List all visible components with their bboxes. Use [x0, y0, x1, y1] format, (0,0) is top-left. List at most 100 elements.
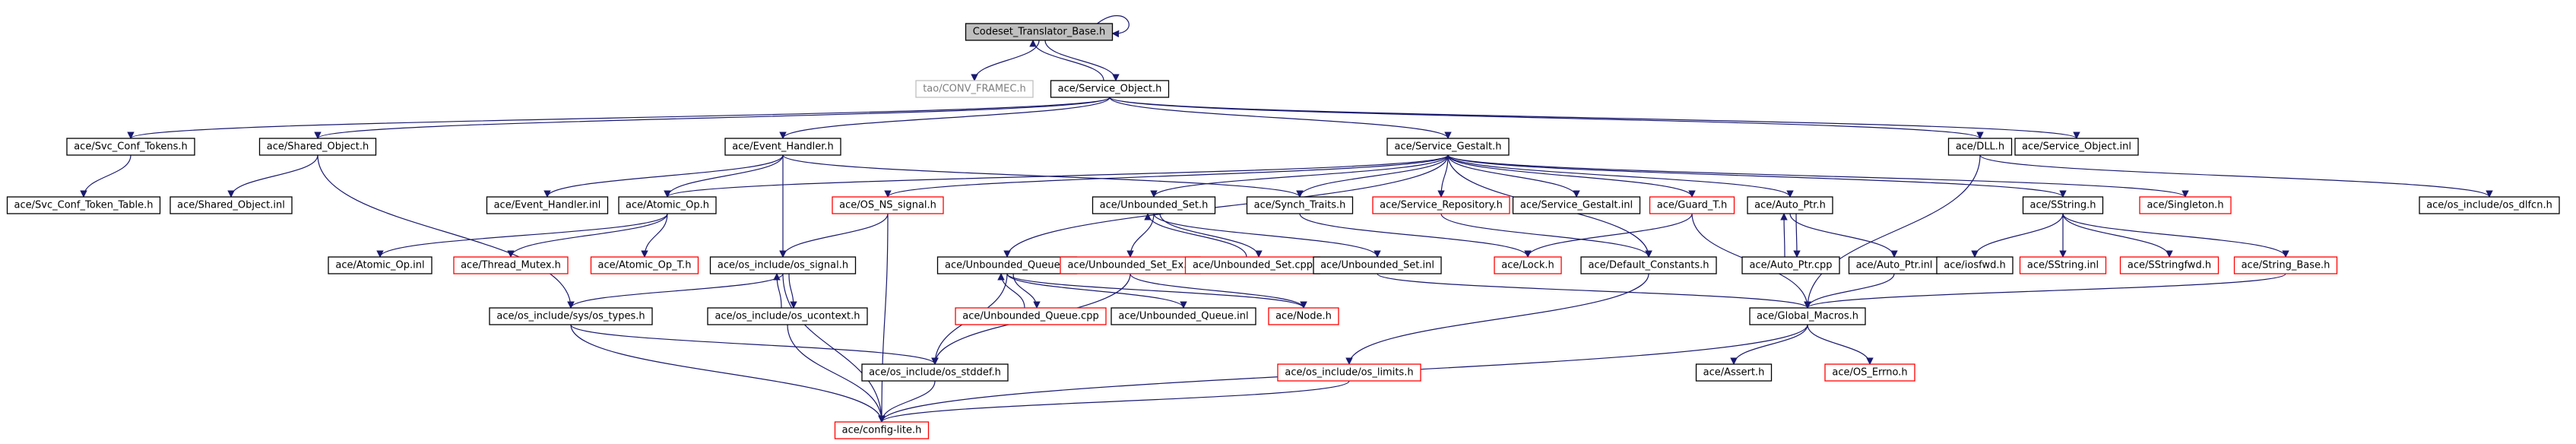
node-auto-ptr-inl[interactable]: ace/Auto_Ptr.inl [1848, 256, 1941, 274]
node-label: ace/SStringfwd.h [2128, 260, 2211, 271]
node-box [1936, 256, 2014, 274]
node-atomic-op[interactable]: ace/Atomic_Op.h [618, 196, 717, 214]
node-label: ace/Lock.h [1501, 260, 1554, 271]
node-label: ace/DLL.h [1956, 141, 2004, 153]
dependency-edge [1006, 273, 1307, 309]
node-global-macros[interactable]: ace/Global_Macros.h [1749, 307, 1866, 325]
node-svc-gestalt[interactable]: ace/Service_Gestalt.h [1386, 138, 1510, 156]
node-svc-obj[interactable]: ace/Service_Object.h [1050, 80, 1170, 98]
node-unbounded-queue-inl[interactable]: ace/Unbounded_Queue.inl [1111, 307, 1256, 325]
dependency-edge [1296, 154, 1449, 198]
node-box [1386, 138, 1510, 156]
node-iosfwd[interactable]: ace/iosfwd.h [1936, 256, 2014, 274]
node-box [834, 421, 930, 439]
node-os-errno[interactable]: ace/OS_Errno.h [1824, 363, 1915, 382]
node-box [1494, 256, 1562, 274]
node-svc-gestalt-inl[interactable]: ace/Service_Gestalt.inl [1512, 196, 1641, 214]
node-box [6, 196, 161, 214]
node-svc-conf-tokens[interactable]: ace/Svc_Conf_Tokens.h [66, 138, 195, 156]
node-default-constants[interactable]: ace/Default_Constants.h [1580, 256, 1717, 274]
node-label: ace/SString.inl [2027, 260, 2099, 271]
node-guard-t[interactable]: ace/Guard_T.h [1649, 196, 1735, 214]
node-node[interactable]: ace/Node.h [1268, 307, 1339, 325]
node-svc-obj-inl[interactable]: ace/Service_Object.inl [2014, 138, 2139, 156]
node-svc-conf-token-table[interactable]: ace/Svc_Conf_Token_Table.h [6, 196, 161, 214]
node-root[interactable]: Codeset_Translator_Base.h [965, 23, 1114, 41]
node-box [1649, 196, 1735, 214]
dependency-edge [787, 324, 886, 423]
node-auto-ptr-cpp[interactable]: ace/Auto_Ptr.cpp [1741, 256, 1840, 274]
node-label: ace/os_include/os_signal.h [718, 260, 848, 271]
node-unbounded-queue[interactable]: ace/Unbounded_Queue.h [936, 256, 1078, 274]
node-unbounded-set[interactable]: ace/Unbounded_Set.h [1092, 196, 1216, 214]
dependency-edge [1440, 213, 1652, 258]
node-box [1747, 196, 1833, 214]
node-label: ace/Node.h [1275, 311, 1332, 322]
node-label: ace/Unbounded_Queue.cpp [962, 311, 1098, 322]
node-sstring-inl[interactable]: ace/SString.inl [2019, 256, 2107, 274]
node-os-signal[interactable]: ace/os_include/os_signal.h [709, 256, 857, 274]
node-label: ace/Event_Handler.h [732, 141, 834, 153]
node-os-stddef[interactable]: ace/os_include/os_stddef.h [861, 363, 1009, 382]
node-label: ace/os_include/os_limits.h [1285, 367, 1413, 379]
node-singleton[interactable]: ace/Singleton.h [2139, 196, 2232, 214]
node-label: ace/Auto_Ptr.inl [1856, 260, 1933, 271]
node-box [170, 196, 293, 214]
dependency-edge [1780, 213, 1788, 258]
dependency-edge [997, 273, 1025, 309]
dependency-edge [2062, 213, 2173, 258]
node-event-handler[interactable]: ace/Event_Handler.h [724, 138, 841, 156]
node-box [486, 196, 609, 214]
node-box [1695, 363, 1773, 382]
node-atomic-op-t[interactable]: ace/Atomic_Op_T.h [590, 256, 699, 274]
node-box [1512, 196, 1641, 214]
node-sstringfwd[interactable]: ace/SStringfwd.h [2119, 256, 2220, 274]
node-auto-ptr[interactable]: ace/Auto_Ptr.h [1747, 196, 1833, 214]
node-label: ace/iosfwd.h [1944, 260, 2005, 271]
node-tao-conv[interactable]: tao/CONV_FRAMEC.h [915, 80, 1034, 98]
node-unbounded-set-cpp[interactable]: ace/Unbounded_Set.cpp [1184, 256, 1321, 274]
node-os-ns-signal[interactable]: ace/OS_NS_signal.h [832, 196, 944, 214]
node-unbounded-queue-cpp[interactable]: ace/Unbounded_Queue.cpp [955, 307, 1107, 325]
node-label: ace/Default_Constants.h [1588, 260, 1709, 271]
node-assert[interactable]: ace/Assert.h [1695, 363, 1773, 382]
node-os-limits[interactable]: ace/os_include/os_limits.h [1277, 363, 1421, 382]
node-box [453, 256, 569, 274]
node-synch-traits[interactable]: ace/Synch_Traits.h [1246, 196, 1354, 214]
node-os-ucontext[interactable]: ace/os_include/os_ucontext.h [707, 307, 868, 325]
node-shared-obj-inl[interactable]: ace/Shared_Object.inl [170, 196, 293, 214]
node-dll[interactable]: ace/DLL.h [1947, 138, 2013, 156]
dependency-edge [1447, 154, 1580, 198]
dependency-edge [543, 154, 784, 198]
dependency-edge [1804, 154, 1981, 309]
dependency-edge [1159, 213, 1263, 258]
node-service-repo[interactable]: ace/Service_Repository.h [1372, 196, 1510, 214]
node-atomic-op-inl[interactable]: ace/Atomic_Op.inl [328, 256, 433, 274]
node-thread-mutex[interactable]: ace/Thread_Mutex.h [453, 256, 569, 274]
dependency-edge [1437, 154, 1449, 198]
node-box [965, 23, 1114, 41]
dependency-edge [782, 273, 886, 423]
dependency-edge [2062, 213, 2289, 258]
node-config-lite[interactable]: ace/config-lite.h [834, 421, 930, 439]
node-event-handler-inl[interactable]: ace/Event_Handler.inl [486, 196, 609, 214]
node-box [1749, 307, 1866, 325]
node-unbounded-set-inl[interactable]: ace/Unbounded_Set.inl [1313, 256, 1442, 274]
dependency-edge [1730, 324, 1808, 365]
dependency-edge [1524, 213, 1693, 258]
node-shared-obj[interactable]: ace/Shared_Object.h [258, 138, 377, 156]
node-sstring[interactable]: ace/SString.h [2022, 196, 2104, 214]
dependency-edge [788, 273, 797, 309]
node-unbounded-set-ex[interactable]: ace/Unbounded_Set_Ex.h [1060, 256, 1201, 274]
node-box [1947, 138, 2013, 156]
node-string-base[interactable]: ace/String_Base.h [2233, 256, 2338, 274]
node-os-dlfcn[interactable]: ace/os_include/os_dlfcn.h [2419, 196, 2560, 214]
node-box [66, 138, 195, 156]
dependency-edge [1299, 213, 1532, 258]
node-sys-types[interactable]: ace/os_include/sys/os_types.h [489, 307, 653, 325]
dependency-edge [1109, 97, 1984, 139]
node-label: ace/os_include/sys/os_types.h [496, 311, 645, 322]
node-label: ace/Unbounded_Set.inl [1320, 260, 1434, 271]
node-lock[interactable]: ace/Lock.h [1494, 256, 1562, 274]
node-box [1580, 256, 1717, 274]
